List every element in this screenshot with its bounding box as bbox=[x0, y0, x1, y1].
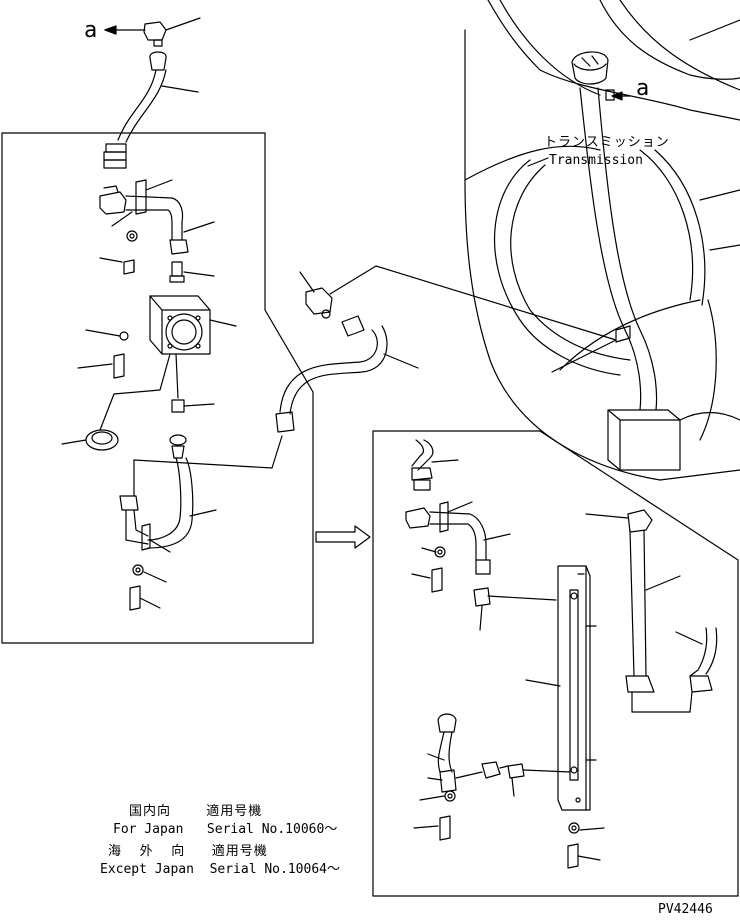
arrow-a-right bbox=[611, 91, 631, 101]
label-export-en: Except Japan Serial No.10064～ bbox=[100, 862, 340, 877]
label-export-ja: 海 外 向 適用号機 bbox=[108, 844, 268, 859]
transmission-housing bbox=[464, 0, 740, 481]
label-transmission-en: Transmission bbox=[549, 153, 643, 168]
arrow-a-top bbox=[104, 25, 146, 35]
label-japan-ja: 国内向 適用号機 bbox=[129, 804, 263, 819]
label-transmission-ja: トランスミッション bbox=[544, 135, 670, 150]
label-a-right: a bbox=[636, 76, 650, 101]
label-japan-en: For Japan Serial No.10060～ bbox=[113, 822, 338, 837]
transition-arrow bbox=[315, 525, 371, 549]
label-a-top: a bbox=[84, 18, 98, 43]
right-panel bbox=[372, 430, 739, 897]
left-panel bbox=[1, 17, 617, 644]
drawing-number: PV42446 bbox=[658, 902, 713, 917]
